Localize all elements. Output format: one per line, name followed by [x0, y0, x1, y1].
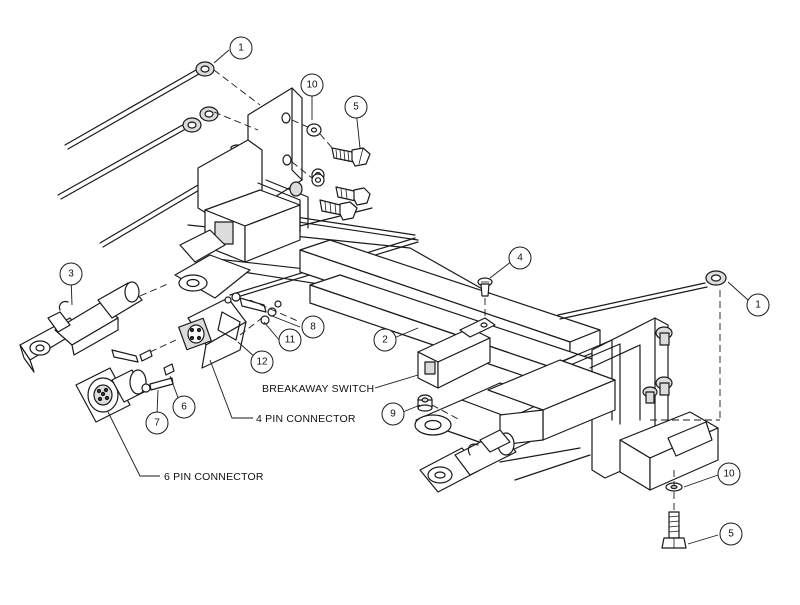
screw-part-7a: [111, 349, 139, 363]
callout-4: 4: [508, 246, 532, 270]
callout-2-number: 2: [382, 335, 388, 346]
four-pin-connector-assembly: [178, 297, 247, 369]
callout-9-number: 9: [390, 409, 396, 420]
callout-leaders: [70, 49, 749, 545]
six-pin-connector-label: 6 PIN CONNECTOR: [164, 471, 264, 483]
small-hardware-8-11: [224, 292, 301, 336]
callout-2: 2: [373, 328, 397, 352]
callout-1a: 1: [229, 36, 253, 60]
breakaway-switch-label: BREAKAWAY SWITCH: [262, 383, 374, 395]
nut-part-6b: [163, 363, 175, 376]
four-pin-connector-label: 4 PIN CONNECTOR: [256, 413, 356, 425]
lock-nut-part-9: [417, 394, 433, 412]
breakaway-cable-hook: [19, 281, 143, 373]
callout-4-number: 4: [517, 253, 523, 264]
callout-3: 3: [59, 262, 83, 286]
right-hitch-receiver: [414, 317, 719, 493]
safety-cable-right: [557, 270, 727, 320]
callout-8-number: 8: [310, 322, 316, 333]
main-crossbar-frame: [174, 168, 611, 396]
callout-11-number: 11: [285, 335, 296, 346]
hex-bolt-upper: [335, 186, 371, 206]
assembly-lines-top: [213, 69, 335, 179]
screw-part-4: [477, 277, 493, 318]
callout-1b-number: 1: [755, 300, 761, 311]
callout-8: 8: [301, 315, 325, 339]
six-pin-connector-assembly: [75, 339, 177, 423]
callout-1a-number: 1: [238, 43, 244, 54]
callout-5a: 5: [344, 95, 368, 119]
safety-cable-set-left: [57, 61, 224, 248]
callout-10a: 10: [300, 73, 324, 97]
callout-6-number: 6: [181, 402, 187, 413]
callout-6: 6: [172, 395, 196, 419]
hex-bolt-middle: [319, 199, 358, 221]
callout-3-number: 3: [68, 269, 74, 280]
hex-bolt-bottom: [661, 511, 687, 549]
callout-12-number: 12: [256, 357, 268, 368]
callout-9: 9: [381, 402, 405, 426]
assembly-line-hook: [139, 282, 171, 297]
screw-part-7b: [149, 377, 174, 391]
hex-bolt-top: [331, 147, 371, 167]
left-mount-bracket: [197, 87, 303, 219]
nut-part-6a: [139, 349, 153, 362]
callout-7: 7: [145, 411, 169, 435]
callout-5a-number: 5: [353, 102, 359, 113]
callout-7-number: 7: [154, 418, 160, 429]
assembly-lines-right: [431, 290, 721, 510]
callout-10a-number: 10: [306, 80, 318, 91]
callout-12: 12: [250, 350, 274, 374]
bottom-washer-bolt: [661, 482, 687, 549]
callout-1b: 1: [746, 293, 770, 317]
callout-10b: 10: [717, 462, 741, 486]
callout-11: 11: [278, 328, 302, 352]
callout-10b-number: 10: [723, 469, 735, 480]
breakaway-switch-box: [417, 317, 496, 389]
callout-5b-number: 5: [728, 529, 734, 540]
bolt-set-top: [306, 123, 371, 221]
callout-5b: 5: [719, 522, 743, 546]
